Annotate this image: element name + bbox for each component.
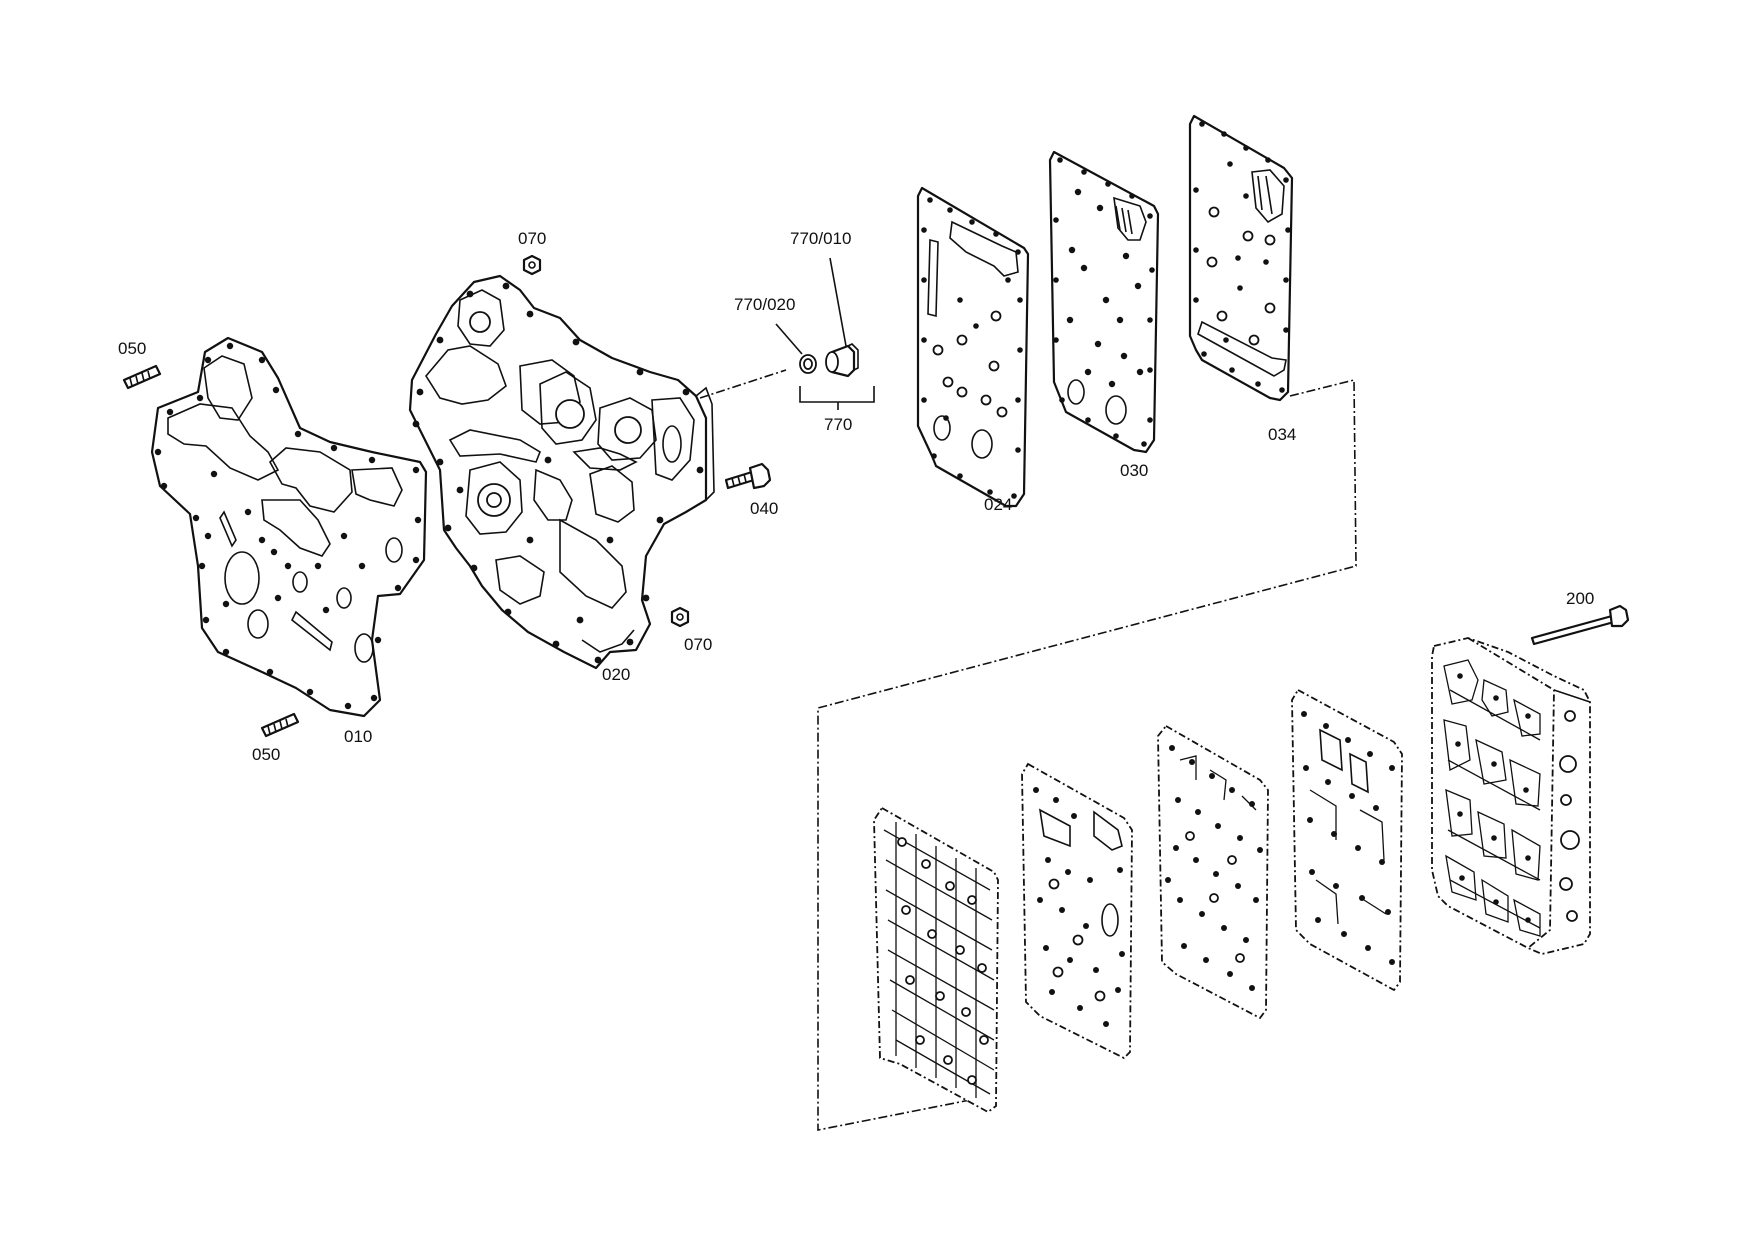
callout-020: 020 (602, 665, 630, 684)
callout-050-bottom: 050 (252, 745, 280, 764)
callout-070-bottom: 070 (684, 635, 712, 654)
stud-050-top (122, 364, 162, 390)
plate-030 (1048, 150, 1160, 454)
valve-plate-3 (1157, 724, 1269, 1020)
valve-body (1431, 637, 1591, 955)
valve-plate-2 (1021, 762, 1133, 1060)
callout-770-010: 770/010 (790, 229, 851, 248)
plate-024 (916, 186, 1030, 508)
callout-070-top: 070 (518, 229, 546, 248)
callout-770: 770 (824, 415, 852, 434)
stud-050-bottom (260, 712, 300, 738)
leader-lines (775, 257, 847, 355)
callout-050-top: 050 (118, 339, 146, 358)
callout-034: 034 (1268, 425, 1296, 444)
housing-020 (408, 274, 715, 670)
ring-770-020 (799, 354, 817, 374)
plate-034 (1188, 114, 1294, 402)
callout-labels: 050 050 010 020 070 070 040 770/020 770/… (118, 229, 1594, 764)
valve-plate-1 (873, 806, 999, 1114)
callout-010: 010 (344, 727, 372, 746)
plug-770-010 (825, 343, 859, 378)
callout-200: 200 (1566, 589, 1594, 608)
nut-070-top (522, 254, 542, 276)
bolt-200 (1530, 604, 1630, 646)
callout-770-020: 770/020 (734, 295, 795, 314)
callout-040: 040 (750, 499, 778, 518)
bracket-770 (799, 386, 875, 410)
nut-070-bottom (670, 606, 690, 628)
callout-024: 024 (984, 495, 1012, 514)
valve-plate-4 (1291, 688, 1403, 992)
plate-010 (150, 336, 428, 718)
bolt-040 (724, 462, 772, 490)
assembly-line (699, 369, 1357, 1131)
callout-030: 030 (1120, 461, 1148, 480)
